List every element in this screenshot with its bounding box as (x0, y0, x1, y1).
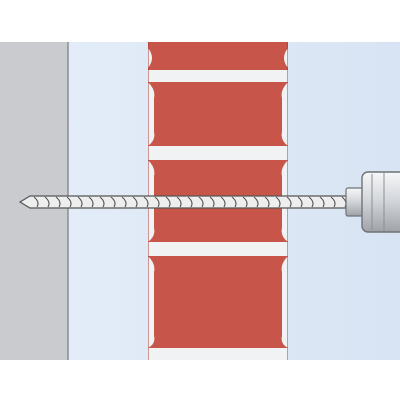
drill-flute (264, 196, 270, 208)
drill-flute (44, 196, 50, 208)
drill-flute (286, 196, 292, 208)
drill-flute (143, 196, 149, 208)
drill-flute (66, 196, 72, 208)
drill-flute (99, 196, 105, 208)
drill-flute (187, 196, 193, 208)
drill-flute (176, 196, 182, 208)
drill-flute (33, 196, 39, 208)
brick-block (148, 256, 288, 348)
drill-flute (55, 196, 61, 208)
drill-flute (121, 196, 127, 208)
drill-flute (88, 196, 94, 208)
brick-block (148, 82, 288, 146)
drill-flute (77, 196, 83, 208)
drill-flute (220, 196, 226, 208)
drill-flute (110, 196, 116, 208)
drill-chuck-icon (345, 171, 400, 233)
drill-flute (330, 196, 336, 208)
brick-block (148, 42, 288, 70)
drill-flute (132, 196, 138, 208)
drill-flute (297, 196, 303, 208)
drill-flute (154, 196, 160, 208)
drill-flute (231, 196, 237, 208)
drill-flute (165, 196, 171, 208)
drill-bit-icon (18, 195, 351, 209)
drill-flute (253, 196, 259, 208)
drill-flute (319, 196, 325, 208)
drill-flute (308, 196, 314, 208)
drill-flute (275, 196, 281, 208)
drill-flute (209, 196, 215, 208)
drill-flute (198, 196, 204, 208)
drill-flute (242, 196, 248, 208)
